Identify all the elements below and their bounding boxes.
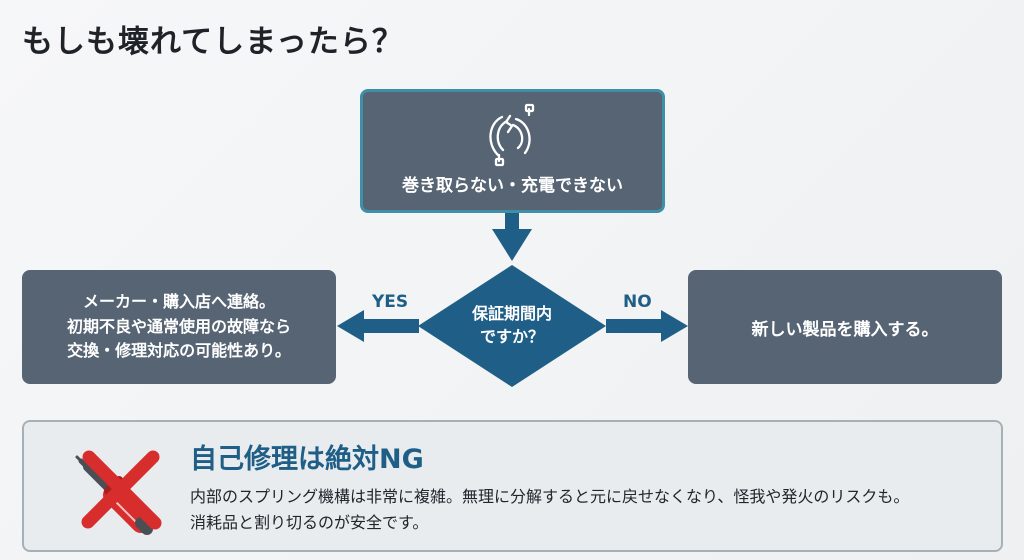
warning-body-line-2: 消耗品と割り切るのが安全です。 <box>190 513 429 533</box>
yes-arrow <box>337 310 419 342</box>
no-arrow <box>606 310 688 342</box>
down-arrow <box>492 213 532 261</box>
no-arrow-shaft <box>606 319 661 333</box>
warning-heading: 自己修理は絶対NG <box>190 444 424 475</box>
decision-line-2: ですか？ <box>479 327 544 347</box>
no-arrow-head <box>661 310 688 342</box>
start-node-label: 巻き取らない・充電できない <box>402 175 623 196</box>
broken-cable-icon <box>488 103 534 166</box>
decision-line-1: 保証期間内 <box>471 304 552 323</box>
page-title: もしも壊れてしまったら？ <box>22 24 404 60</box>
warning-panel: 自己修理は絶対NG 内部のスプリング機構は非常に複雑。無理に分解すると元に戻せな… <box>22 420 1003 552</box>
yes-result-line-1: メーカー・購入店へ連絡。 <box>82 291 275 311</box>
screwdriver-prohibited-icon <box>75 450 162 535</box>
down-arrow-head <box>492 229 532 261</box>
warning-body: 内部のスプリング機構は非常に複雑。無理に分解すると元に戻せなくなり、怪我や発火の… <box>190 484 990 537</box>
yes-result-line-2: 初期不良や通常使用の故障なら <box>66 316 291 336</box>
warning-body-line-1: 内部のスプリング機構は非常に複雑。無理に分解すると元に戻せなくなり、怪我や発火の… <box>190 487 910 506</box>
down-arrow-shaft <box>505 213 519 231</box>
yes-label: YES <box>372 292 409 312</box>
no-result-node: 新しい製品を購入する。 <box>688 270 1002 384</box>
yes-arrow-shaft <box>364 319 419 333</box>
no-result-label: 新しい製品を購入する。 <box>751 319 939 340</box>
start-node: 巻き取らない・充電できない <box>360 89 665 213</box>
yes-result-line-3: 交換・修理対応の可能性あり。 <box>67 341 291 361</box>
yes-result-node: メーカー・購入店へ連絡。 初期不良や通常使用の故障なら 交換・修理対応の可能性あ… <box>22 270 336 384</box>
decision-diamond <box>418 265 606 387</box>
no-label: NO <box>623 292 652 312</box>
decision-label: 保証期間内 ですか？ <box>462 302 562 348</box>
yes-arrow-head <box>337 310 364 342</box>
